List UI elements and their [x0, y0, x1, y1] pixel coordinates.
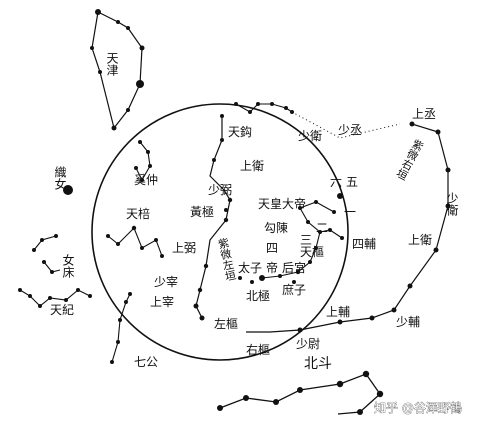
- label-zhinu: 織女: [53, 166, 67, 190]
- label-tianjin: 天津: [105, 52, 119, 76]
- stars-left-wall: [193, 114, 233, 321]
- label-shangwei: 上衛: [240, 159, 264, 173]
- stars-qigong: [110, 292, 132, 364]
- stars-right-wall: [297, 121, 451, 333]
- label-shaozai: 少宰: [154, 274, 178, 289]
- star-zhinu: [63, 185, 73, 195]
- stars-tianji: [18, 288, 92, 308]
- label-vertical-right: 紫微右垣: [394, 137, 426, 182]
- label-xizhong: 奚仲: [134, 173, 158, 187]
- label-qigong: 七公: [134, 355, 158, 369]
- label-nuchuang: 女床: [61, 253, 75, 278]
- label-shangwei-e: 上衛: [408, 233, 432, 247]
- label-shu: 庶子: [282, 282, 306, 297]
- label-vertical-left: 紫微左垣: [216, 236, 238, 282]
- stars-tiangou: [234, 102, 294, 114]
- label-shangbi: 上弼: [172, 241, 196, 255]
- label-shaocheng: 少丞: [338, 123, 362, 137]
- upper-guard-chain: [291, 111, 401, 139]
- label-di: 帝: [266, 260, 278, 275]
- label-zuoshu: 左樞: [214, 316, 238, 331]
- stars-xizhong: [134, 140, 152, 182]
- label-shangfu: 上輔: [326, 305, 350, 319]
- stars-beidou: [217, 370, 384, 415]
- label-shangcheng: 上丞: [412, 107, 436, 121]
- constellation-tiangou: [235, 103, 293, 113]
- label-num-er: 二: [316, 221, 328, 235]
- label-num-si: 四: [266, 241, 278, 255]
- label-shaobi: 少弼: [208, 183, 232, 197]
- label-shaofu: 少輔: [396, 315, 420, 329]
- label-shaowei-ne: 少衛: [298, 129, 322, 143]
- label-num-yi: 一: [344, 205, 356, 219]
- stars-tianjin: [90, 9, 145, 131]
- label-gouchen: 勾陳: [264, 221, 288, 235]
- watermark: 知乎 @谷澤野鶴: [374, 400, 462, 415]
- stars-inner: [224, 193, 344, 281]
- label-shaowei-e: 少衛: [445, 192, 459, 216]
- label-tianshu: 天樞: [300, 244, 324, 259]
- label-tianpou: 天棓: [126, 206, 150, 221]
- label-tiangou: 天鈎: [228, 125, 252, 139]
- stars-beiji: [238, 276, 296, 284]
- circumpolar-circle: [91, 103, 349, 361]
- stars-tianpou: [106, 225, 164, 258]
- label-beiji: 北極: [246, 288, 270, 303]
- label-beidou: 北斗: [304, 356, 332, 372]
- constellation-nuchuang: [33, 235, 61, 273]
- label-shangzai: 上宰: [150, 294, 174, 309]
- label-num-liu: 六: [330, 175, 342, 189]
- stars-nuchuang: [32, 234, 58, 274]
- label-tianhuang: 天皇大帝: [258, 196, 306, 211]
- label-taizi: 太子: [238, 260, 262, 275]
- label-shaowei-s: 少尉: [296, 336, 320, 351]
- label-sifu: 四輔: [352, 237, 376, 251]
- label-hougong: 后宮: [282, 260, 306, 275]
- constellation-tianpou: [107, 227, 163, 257]
- ziwei-right-wall: [246, 123, 449, 333]
- label-tianji: 天紀: [50, 303, 74, 317]
- label-huangji: 黃極: [190, 204, 214, 219]
- constellation-beidou: [219, 373, 381, 415]
- label-num-wu: 五: [346, 175, 358, 189]
- label-youshu: 右樞: [246, 342, 270, 357]
- label-num-san: 三: [300, 233, 312, 247]
